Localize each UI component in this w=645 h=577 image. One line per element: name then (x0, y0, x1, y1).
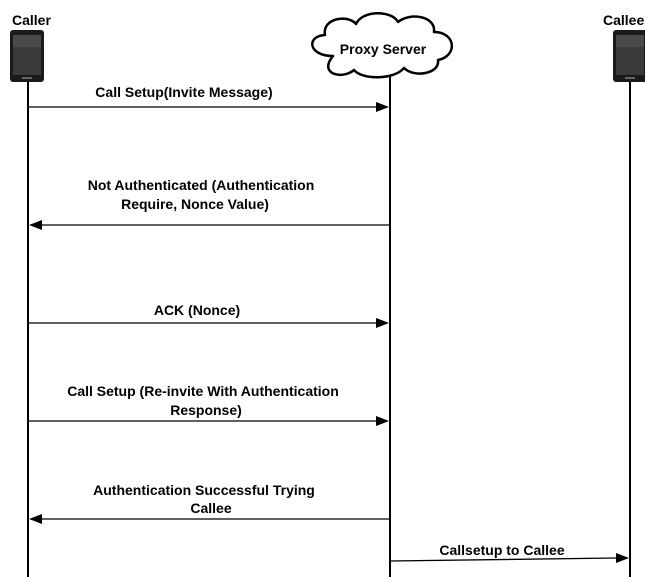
message-label: Require, Nonce Value) (121, 196, 269, 212)
cloud-icon (311, 12, 454, 79)
message-label: Callee (190, 500, 231, 516)
message-label: Response) (170, 402, 242, 418)
message-ack: ACK (Nonce) (28, 302, 389, 328)
message-label: Call Setup (Re-invite With Authenticatio… (67, 383, 339, 399)
proxy-title: Proxy Server (340, 41, 427, 57)
message-label: ACK (Nonce) (154, 302, 240, 318)
message-not-authenticated: Not Authenticated (Authentication Requir… (29, 177, 390, 230)
message-reinvite: Call Setup (Re-invite With Authenticatio… (28, 383, 389, 426)
callee-title: Callee (603, 12, 644, 28)
caller-title: Caller (12, 12, 51, 28)
message-label: Authentication Successful Trying (93, 482, 315, 498)
phone-icon (613, 30, 645, 82)
message-call-setup: Call Setup(Invite Message) (28, 84, 389, 112)
message-callsetup-callee: Callsetup to Callee (389, 542, 629, 563)
phone-icon (10, 30, 44, 82)
message-auth-successful: Authentication Successful Trying Callee (29, 482, 390, 524)
message-label: Call Setup(Invite Message) (95, 84, 272, 100)
message-label: Not Authenticated (Authentication (88, 177, 315, 193)
message-label: Callsetup to Callee (439, 542, 564, 558)
